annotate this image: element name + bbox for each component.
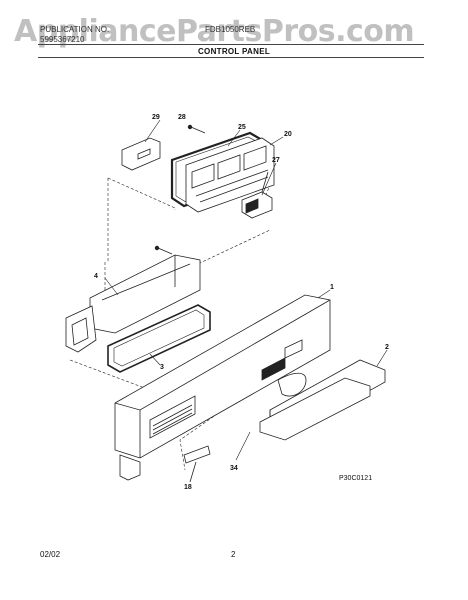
header-rule-top bbox=[38, 44, 424, 45]
header-rule-bottom bbox=[38, 57, 424, 58]
part-4-screw bbox=[154, 245, 173, 255]
part-18-label-plate bbox=[183, 445, 211, 483]
footer-page-number: 2 bbox=[231, 550, 236, 559]
callout-28: 28 bbox=[178, 114, 186, 121]
part-1-control-console bbox=[114, 294, 331, 481]
publication-label: PUBLICATION NO. bbox=[40, 25, 110, 34]
section-title: CONTROL PANEL bbox=[197, 47, 271, 56]
callout-1: 1 bbox=[330, 284, 334, 291]
callout-18: 18 bbox=[184, 484, 192, 491]
callout-20: 20 bbox=[284, 131, 292, 138]
callout-27: 27 bbox=[272, 157, 280, 164]
callout-25: 25 bbox=[238, 124, 246, 131]
part-29-bezel-tab bbox=[121, 137, 161, 171]
part-27-connector bbox=[241, 171, 273, 219]
publication-number: 5995367210 bbox=[40, 35, 85, 44]
callout-29: 29 bbox=[152, 114, 160, 121]
site-watermark: AppliancePartsPros.com bbox=[14, 14, 415, 49]
callout-3: 3 bbox=[160, 364, 164, 371]
part-34-insulation-strip bbox=[259, 377, 371, 441]
part-20-control-board bbox=[185, 137, 275, 213]
diagram-code: P30C0121 bbox=[339, 475, 372, 482]
callout-2: 2 bbox=[385, 344, 389, 351]
callout-leaders bbox=[104, 119, 388, 461]
footer-date: 02/02 bbox=[40, 550, 61, 559]
callout-4: 4 bbox=[94, 273, 98, 280]
model-number: FDB1050REB bbox=[205, 25, 256, 34]
part-28-screw bbox=[187, 124, 206, 134]
callout-34: 34 bbox=[230, 465, 238, 472]
part-3-panel-gasket bbox=[107, 304, 211, 373]
part-4-inner-panel bbox=[65, 254, 201, 353]
